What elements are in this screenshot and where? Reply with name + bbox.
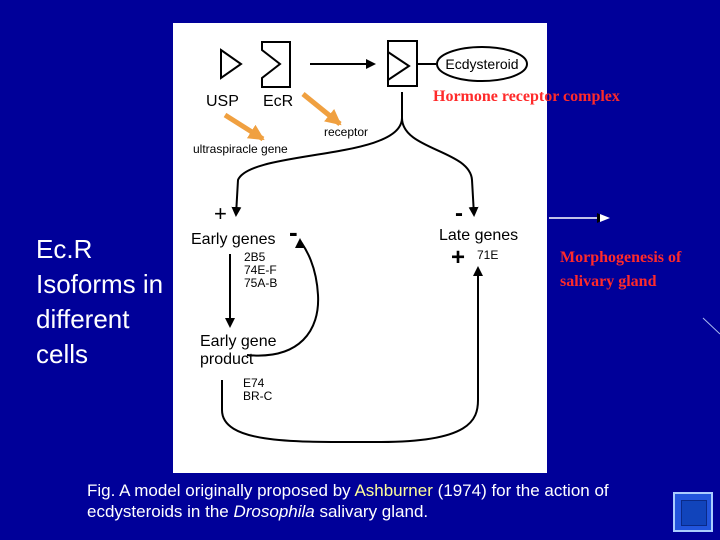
caption-author: Ashburner: [354, 481, 433, 500]
early-gene-74ef: 74E-F: [244, 263, 277, 277]
usp-triangle-icon: [220, 48, 243, 80]
late-minus-sign: -: [455, 200, 463, 227]
complex-to-late-genes-arrow: [401, 117, 479, 217]
caption-part3: salivary gland.: [314, 502, 429, 521]
side-title: Ec.R Isoforms in different cells: [36, 234, 164, 369]
receptor-pointer-arrow: [301, 92, 342, 126]
ecdysteroid-ellipse: [436, 46, 528, 82]
decorative-line: [702, 317, 720, 335]
ecdysteroid-label: Ecdysteroid: [445, 56, 518, 72]
early-genes-label: Early genes: [191, 231, 276, 248]
early-gene-75ab: 75A-B: [244, 276, 277, 290]
complex-icon: [387, 40, 418, 87]
usp-label: USP: [206, 93, 239, 110]
next-slide-icon: [681, 500, 707, 526]
ecr-label: EcR: [263, 93, 293, 110]
product-induce-late-arrow: [221, 266, 483, 444]
product-e74: E74: [243, 376, 265, 390]
caption-species: Drosophila: [233, 502, 315, 521]
product-repress-early-arrow: [246, 238, 320, 357]
diagram-panel: [173, 23, 547, 473]
early-gene-2b5: 2B5: [244, 250, 266, 264]
morphogenesis-label: Morphogenesis of salivary gland: [560, 246, 705, 294]
ultraspiracle-pointer-arrow: [223, 112, 265, 142]
early-plus-sign: +: [214, 201, 227, 226]
early-gene-product-label-line1: Early gene: [200, 333, 277, 350]
caption-part2: (1974) for the action of ecdysteroids in…: [87, 481, 609, 521]
complex-triangle-icon: [387, 50, 411, 82]
hormone-receptor-complex-label: Hormone receptor complex: [433, 88, 620, 105]
product-brc: BR-C: [243, 389, 273, 403]
next-slide-button[interactable]: [673, 492, 713, 532]
morphogenesis-arrowhead: [600, 214, 610, 222]
complex-to-early-genes-arrow: [231, 92, 403, 217]
early-minus-sign: -: [289, 217, 298, 247]
early-gene-product-label-line2: product: [200, 351, 254, 368]
ultraspiracle-gene-label: ultraspiracle gene: [193, 142, 288, 156]
late-gene-71e: 71E: [477, 248, 498, 262]
caption-part1: Fig. A model originally proposed by: [87, 481, 355, 500]
late-genes-label: Late genes: [439, 227, 518, 244]
ecr-subunit-icon: [261, 41, 291, 88]
figure-caption: Fig. A model originally proposed by Ashb…: [87, 480, 687, 522]
morphogenesis-text: Morphogenesis of salivary gland: [560, 249, 682, 290]
late-plus-sign: +: [451, 244, 465, 271]
receptor-label: receptor: [324, 125, 368, 139]
